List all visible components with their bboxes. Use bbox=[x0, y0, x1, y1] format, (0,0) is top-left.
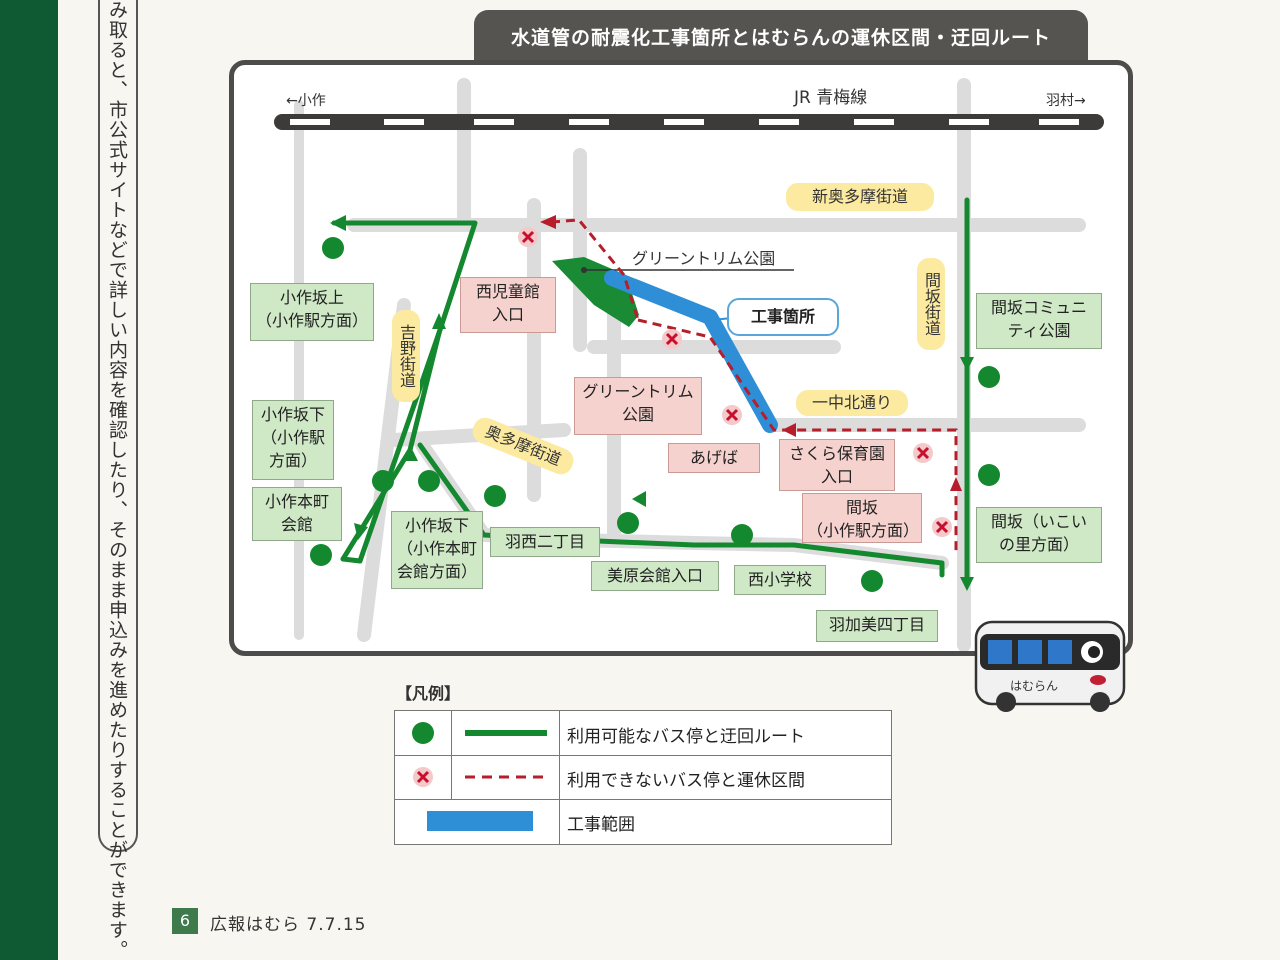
closed-stop-marker bbox=[913, 443, 933, 463]
hamuran-bus-icon: はむらん bbox=[974, 620, 1126, 712]
railway-tie bbox=[474, 119, 514, 125]
stop-marker-hakami bbox=[861, 570, 883, 592]
stop-label-ozakusakashita-station: 小作坂下 （小作駅 方面） bbox=[252, 400, 334, 480]
side-text: み取ると、市公式サイトなどで詳しい内容を確認したり、そのまま申込みを進めたりする… bbox=[106, 0, 128, 960]
closed-section bbox=[550, 218, 640, 321]
stop-label-hanishi: 羽西二丁目 bbox=[490, 527, 600, 557]
park-leader-dot bbox=[581, 267, 587, 273]
railway-right-label: 羽村→ bbox=[1046, 93, 1086, 109]
stop-label-ozakusakaue: 小作坂上 （小作駅方面） bbox=[250, 283, 374, 341]
map-title: 水道管の耐震化工事箇所とはむらんの運休区間・迂回ルート bbox=[474, 10, 1088, 62]
construction-label: 工事箇所 bbox=[727, 298, 839, 336]
legend-green-line-icon bbox=[465, 730, 547, 736]
railway-tie bbox=[1039, 119, 1079, 125]
railway-tie bbox=[664, 119, 704, 125]
legend-row-closed: 利用できないバス停と運休区間 bbox=[395, 755, 891, 800]
footer-issue: 広報はむら 7.7.15 bbox=[210, 915, 367, 935]
railway-tie bbox=[759, 119, 799, 125]
road-label-icchu-kita: 一中北通り bbox=[796, 390, 908, 416]
closed-arrow bbox=[950, 477, 962, 491]
stop-marker-ozakusakashita bbox=[372, 470, 394, 492]
side-text-frame bbox=[98, 0, 138, 852]
detour-arrows bbox=[330, 215, 974, 591]
detour-segment bbox=[417, 442, 945, 578]
railway-ties bbox=[290, 119, 1079, 125]
bus-label: はむらん bbox=[1010, 679, 1058, 693]
stop-label-masaka-community: 間坂コミュニ ティ公園 bbox=[976, 293, 1102, 349]
stop-label-miharakaikan: 美原会館入口 bbox=[591, 561, 719, 591]
railway-tie bbox=[569, 119, 609, 125]
stop-marker-masaka-ikoi bbox=[978, 464, 1000, 486]
closed-stop-marker bbox=[662, 329, 682, 349]
stop-marker-ozakusakaue bbox=[322, 237, 344, 259]
stop-label-nishi-shogakko: 西小学校 bbox=[734, 565, 826, 595]
legend-closed-x-icon bbox=[413, 767, 433, 787]
stop-label-ozakuhoncho: 小作本町 会館 bbox=[252, 487, 342, 541]
stop-label-hakami: 羽加美四丁目 bbox=[816, 610, 938, 642]
stop-label-masaka-station: 間坂 （小作駅方面） bbox=[802, 493, 922, 543]
closed-section bbox=[637, 318, 958, 553]
legend-green-dot-icon bbox=[412, 722, 434, 744]
railway-left-label: ←小作 bbox=[286, 93, 326, 109]
stop-label-masaka-ikoi: 間坂（いこい の里方面） bbox=[976, 507, 1102, 563]
closed-arrow bbox=[540, 215, 556, 229]
legend-red-dash-icon bbox=[465, 775, 547, 779]
detour-arrow bbox=[404, 445, 418, 461]
legend-title: 【凡例】 bbox=[396, 684, 461, 703]
stop-label-ozakusakashita-hall: 小作坂下 （小作本町 会館方面） bbox=[391, 511, 483, 589]
railway-tie bbox=[384, 119, 424, 125]
railway-tie bbox=[290, 119, 330, 125]
legend: 利用可能なバス停と迂回ルート 利用できないバス停と運休区間 工事範囲 bbox=[394, 710, 892, 845]
legend-blue-bar-icon bbox=[427, 811, 533, 831]
legend-closed-label: 利用できないバス停と運休区間 bbox=[567, 771, 805, 791]
detour-arrow bbox=[432, 313, 446, 329]
stop-marker-miharakaikan bbox=[617, 512, 639, 534]
construction-area bbox=[604, 270, 778, 433]
stop-label-nishi-jidokan: 西児童館 入口 bbox=[460, 277, 556, 333]
page-number: 6 bbox=[172, 908, 198, 934]
road-label-masaka: 間坂街道 bbox=[917, 258, 945, 350]
closed-stop-marker bbox=[518, 227, 538, 247]
detour-arrow bbox=[960, 577, 974, 591]
closed-arrow bbox=[782, 423, 796, 437]
available-stop-markers bbox=[310, 237, 1000, 592]
stop-label-sakura-hoikuen: さくら保育園 入口 bbox=[779, 439, 895, 491]
stop-marker-masaka-community bbox=[978, 366, 1000, 388]
closed-stop-markers bbox=[518, 227, 952, 537]
park-label: グリーントリム公園 bbox=[632, 249, 776, 268]
road-label-shin-okutama: 新奥多摩街道 bbox=[786, 183, 934, 211]
closed-stop-marker bbox=[932, 517, 952, 537]
stop-label-ageba: あげば bbox=[668, 443, 760, 473]
legend-available-label: 利用可能なバス停と迂回ルート bbox=[567, 727, 805, 747]
legend-row-available: 利用可能なバス停と迂回ルート bbox=[395, 711, 891, 756]
detour-arrow bbox=[354, 523, 368, 540]
legend-construction-label: 工事範囲 bbox=[567, 815, 635, 835]
railway-tie bbox=[949, 119, 989, 125]
railway-tie bbox=[854, 119, 894, 125]
stop-marker-ozakuhoncho bbox=[310, 544, 332, 566]
legend-row-construction: 工事範囲 bbox=[395, 799, 891, 844]
detour-arrow bbox=[330, 215, 346, 231]
map: ←小作 JR 青梅線 羽村→ 新奥多摩街道 間坂街道 吉野街道 一中北通り 奥多… bbox=[229, 60, 1133, 656]
railway-name: JR 青梅線 bbox=[794, 88, 868, 108]
detour-arrow bbox=[632, 491, 646, 507]
stop-marker-nishi-shogakko bbox=[731, 524, 753, 546]
closed-stop-marker bbox=[722, 405, 742, 425]
stop-marker-hanishi bbox=[484, 485, 506, 507]
stop-label-greentrim: グリーントリム 公園 bbox=[574, 377, 702, 435]
road-label-yoshino: 吉野街道 bbox=[392, 310, 420, 402]
stop-marker-ozakusakashita-hall bbox=[418, 470, 440, 492]
detour-arrow bbox=[960, 357, 974, 371]
